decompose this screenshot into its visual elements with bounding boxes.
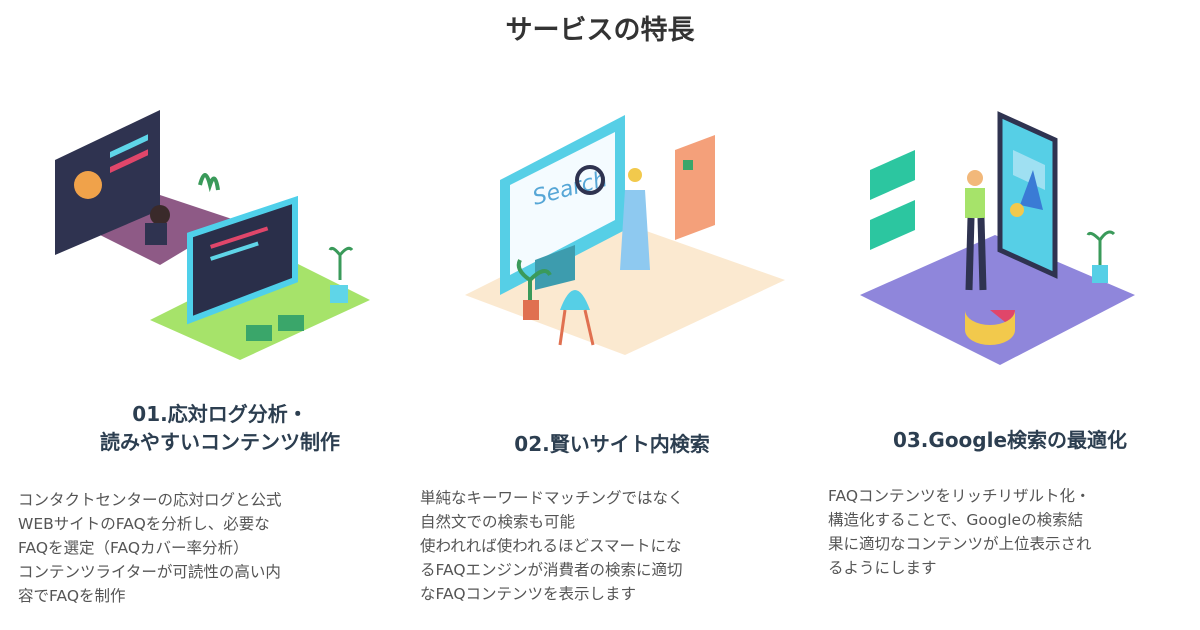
description-line: FAQコンテンツをリッチリザルト化・ (828, 487, 1091, 505)
description-line: るようにします (828, 559, 937, 577)
feature-2-heading: 02.賢いサイト内検索 (412, 430, 812, 458)
description-line: 使われれば使われるほどスマートにな (420, 537, 682, 555)
description-line: 構造化することで、Googleの検索結 (828, 511, 1084, 529)
description-line: WEBサイトのFAQを分析し、必要な (18, 515, 270, 533)
description-line: FAQを選定（FAQカバー率分析） (18, 539, 249, 557)
description-line: コンタクトセンターの応対ログと公式 (18, 491, 282, 509)
feature-2-description: 単純なキーワードマッチングではなく 自然文での検索も可能 使われれば使われるほど… (420, 486, 684, 606)
feature-1-heading-line: 読みやすいコンテンツ制作 (100, 430, 340, 454)
description-line: なFAQコンテンツを表示します (420, 585, 637, 603)
feature-2-heading-line: 02.賢いサイト内検索 (514, 432, 710, 456)
page-title: サービスの特長 (505, 15, 695, 46)
feature-3-description: FAQコンテンツをリッチリザルト化・ 構造化することで、Googleの検索結 果… (828, 484, 1092, 580)
google-seo-illustration (860, 111, 1135, 365)
description-line: るFAQエンジンが消費者の検索に適切 (420, 561, 683, 579)
description-line: 単純なキーワードマッチングではなく (420, 489, 684, 507)
feature-3-heading: 03.Google検索の最適化 (810, 426, 1200, 454)
description-line: コンテンツライターが可読性の高い内 (18, 563, 281, 581)
feature-1-description: コンタクトセンターの応対ログと公式 WEBサイトのFAQを分析し、必要な FAQ… (18, 488, 282, 608)
description-line: 容でFAQを制作 (18, 587, 126, 605)
feature-3-heading-line: 03.Google検索の最適化 (892, 428, 1128, 452)
feature-1-heading-line: 01.応対ログ分析・ (132, 402, 308, 426)
description-line: 自然文での検索も可能 (420, 513, 576, 531)
log-analysis-illustration (55, 110, 370, 360)
site-search-illustration: Search (465, 115, 785, 355)
description-line: 果に適切なコンテンツが上位表示され (828, 535, 1092, 553)
feature-1-heading: 01.応対ログ分析・ 読みやすいコンテンツ制作 (20, 400, 420, 456)
